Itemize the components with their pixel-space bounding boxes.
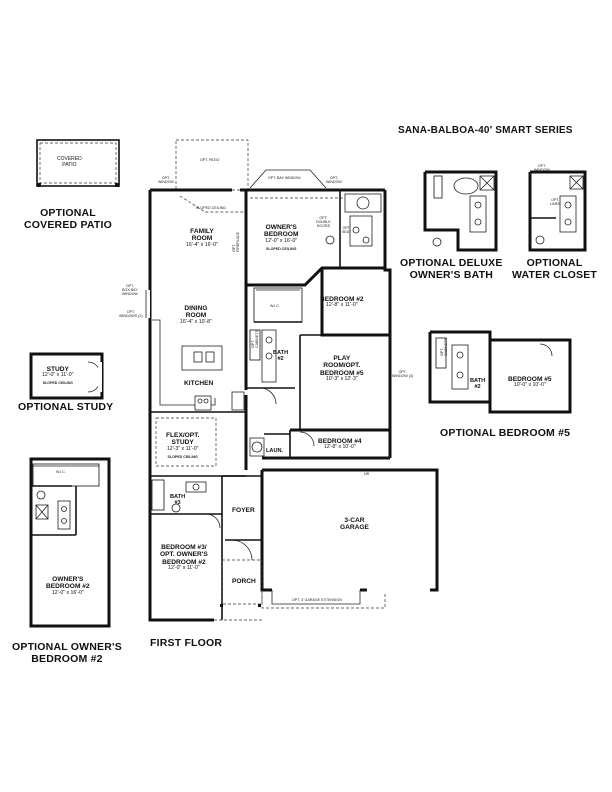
optional-deluxe-bath-drawing [423,170,498,252]
porch-label: PORCH [232,578,256,585]
optional-water-closet-title: OPTIONAL WATER CLOSET [512,257,598,281]
opt-windows-note: OPT. WINDOWS (2) [119,310,143,319]
bath3-label: BATH #3 [170,494,186,507]
opt-bay-window-note: OPT. BAY WINDOW [268,176,301,180]
wc-opt-linen-note: OPT. LINEN [550,198,561,207]
kitchen-label: KITCHEN [184,380,214,387]
sloped-ceiling-note: SLOPED CEILING [196,206,226,210]
opt-double-doors-note: OPT. DOUBLE DOORS [316,216,331,229]
opt-box-bay-note: OPT. BOX BAY WINDOW [122,284,138,297]
opt-cabinets-note: OPT. CABINETS [251,330,259,348]
bath2-label: BATH #2 [273,350,289,363]
garage-label: 3-CAR GARAGE [340,517,369,532]
opt-window-note-right: OPT. WINDOW [326,176,342,185]
opt-bath2-label: BATH #2 [470,378,486,391]
play-room-label: PLAY ROOM/OPT. BEDROOM #5 10'-3" x 12'-3… [320,355,364,383]
opt-bedroom5-label: BEDROOM #5 10'-0" x 10'-0" [508,376,552,389]
optional-covered-patio-drawing [36,139,120,187]
nr-note: NR [364,472,370,476]
optional-bedroom-5-title: OPTIONAL BEDROOM #5 [440,427,571,439]
opt-patio-note: OPT. PATIO [200,158,220,162]
optional-study-drawing [29,352,104,400]
opt-wic-label: W.I.C. [56,470,66,474]
optional-deluxe-bath-title: OPTIONAL DELUXE OWNER'S BATH [400,257,503,281]
optional-study-title: OPTIONAL STUDY [18,401,114,413]
first-floor-label: FIRST FLOOR [150,637,223,649]
bedroom3-label: BEDROOM #3/ OPT. OWNER'S BEDROOM #2 12'-… [160,544,208,572]
owners-bedroom-label: OWNER'S BEDROOM 12'-0" x 16'-0" SLOPED C… [264,224,299,251]
first-floor-plan [145,139,439,622]
covered-patio-label: COVERED PATIO [57,156,82,168]
opt-window-3-note: OPT. WINDOW (3) [392,370,414,379]
opt-owners-bedroom2-label: OWNER'S BEDROOM #2 12'-0" x 16'-0" [46,576,90,596]
bedroom4-label: BEDROOM #4 12'-8" x 10'-0" [318,438,362,451]
optional-owners-bedroom-2-drawing [29,457,111,628]
garage-extension-note: OPT. 4' GARAGE EXTENSION [292,598,342,602]
foyer-label: FOYER [232,507,255,514]
optional-water-closet-drawing [528,170,587,252]
flex-study-label: FLEX/OPT. STUDY 12'-3" x 11'-0" SLOPED C… [166,432,200,459]
wic-label: W.I.C. [270,304,280,308]
optional-bedroom-5-drawing [428,330,572,414]
opt-fireplace-note: OPT. FIREPLACE [232,232,240,252]
laundry-label: LAUN. [266,448,284,454]
bedroom2-label: BEDROOM #2 12'-8" x 11'-0" [320,296,364,309]
optional-covered-patio-title: OPTIONAL COVERED PATIO [24,207,112,231]
opt-study-label: STUDY 12'-0" x 11'-0" SLOPED CEILING [42,366,74,386]
series-title: SANA-BALBOA-40' SMART SERIES [398,125,573,136]
wc-opt-window-note: OPT. WINDOW [534,164,550,173]
family-room-label: FAMILY ROOM 16'-4" x 16'-0" [186,228,218,248]
optional-owners-bedroom-2-title: OPTIONAL OWNER'S BEDROOM #2 [12,641,122,665]
opt-window-note-left: OPT. WINDOW [158,176,174,185]
opt-seat-note: OPT. SEAT [342,226,352,235]
dining-room-label: DINING ROOM 16'-4" x 10'-8" [180,305,212,325]
bed5-opt-cabinets-note: OPT. CABINETS [440,338,448,356]
